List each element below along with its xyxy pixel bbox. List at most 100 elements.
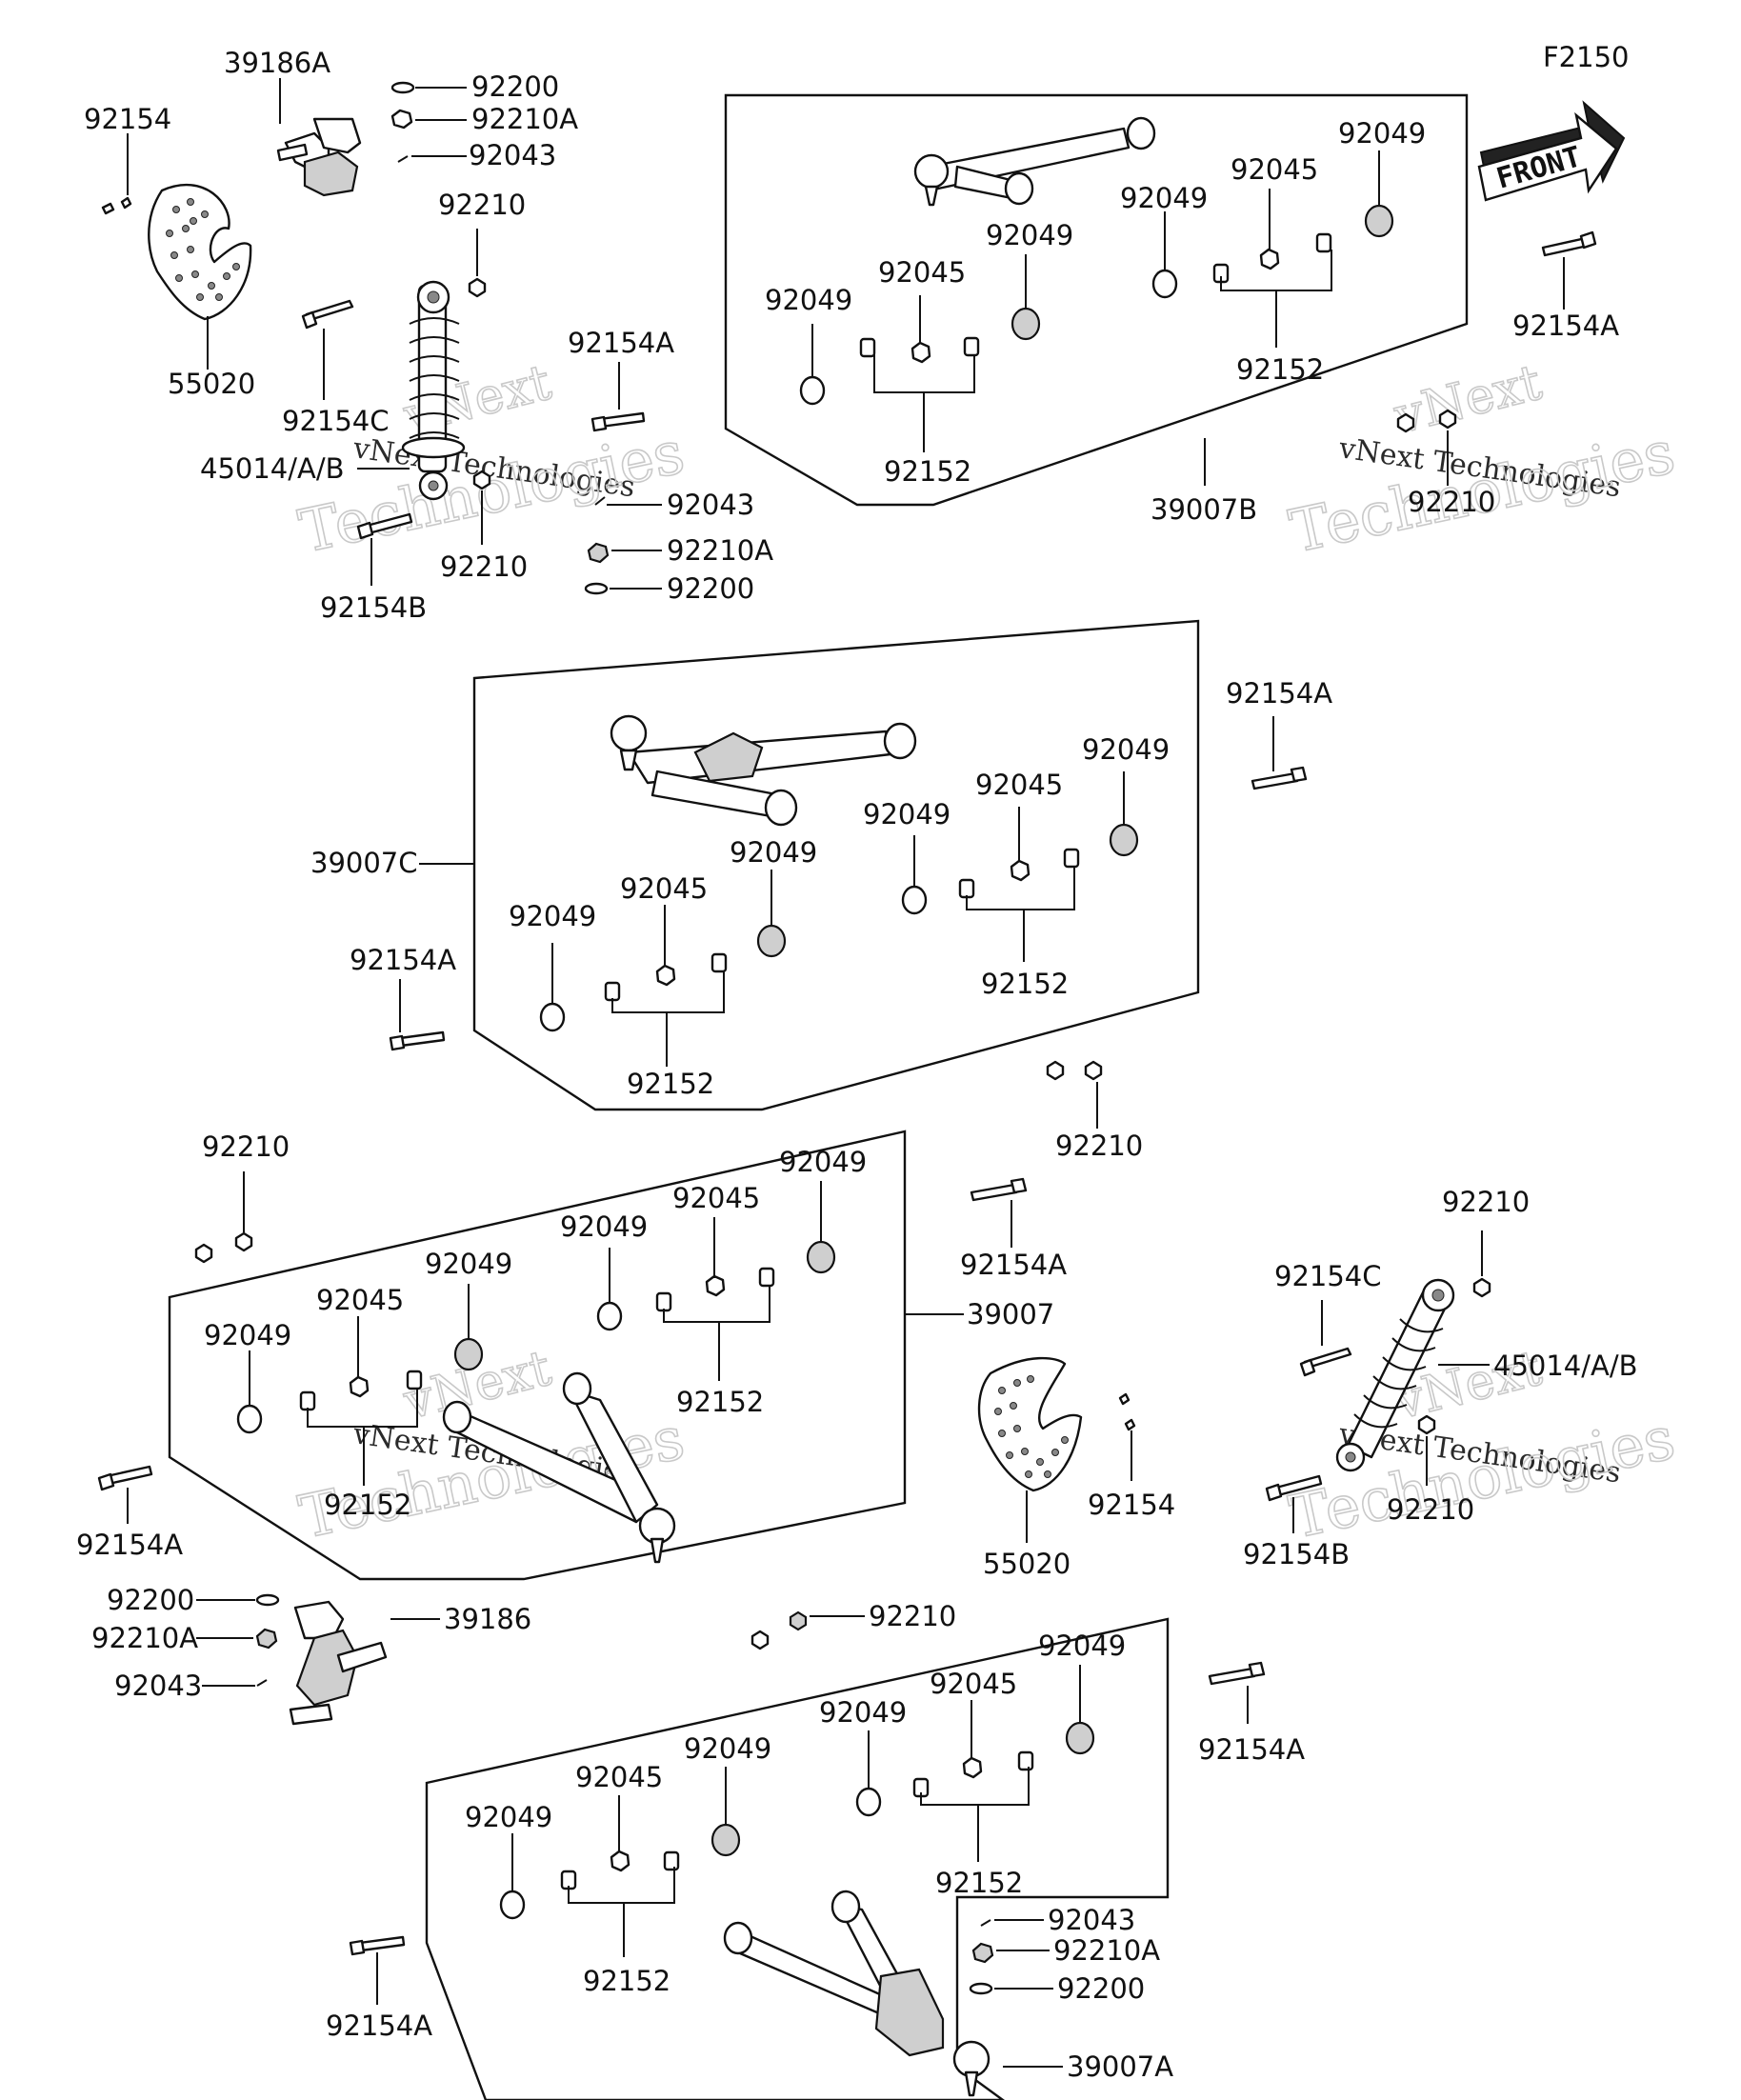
svg-text:Technologies: Technologies — [293, 417, 690, 567]
label-l42: 92045 — [316, 1284, 404, 1316]
arm-39007C — [610, 714, 917, 827]
nut-92210-c — [1046, 1060, 1065, 1081]
label-l75: 92154A — [326, 2010, 432, 2042]
diagram-id: F2150 — [1543, 41, 1629, 73]
nut-92210-f — [234, 1231, 253, 1252]
label-l35: 92152 — [627, 1068, 714, 1100]
frame-39007B — [724, 93, 1469, 507]
label-l54: 55020 — [983, 1548, 1071, 1580]
label-l27: 92154A — [1226, 677, 1332, 710]
arm-39007A — [723, 1890, 991, 2097]
pin-92043-bottom — [980, 1919, 991, 1927]
label-l24: 39007B — [1151, 493, 1257, 526]
washer-92200-mid — [584, 582, 609, 595]
nut-92210A-mid — [587, 542, 610, 564]
bolt-92154B-right — [1265, 1474, 1323, 1502]
nut-92210-a — [1396, 412, 1415, 433]
pin-92043-top — [397, 155, 409, 163]
label-l76: 39007A — [1067, 2050, 1173, 2083]
knuckle-39186 — [289, 1600, 388, 1726]
label-l65: 92049 — [684, 1732, 771, 1765]
label-l60: 39186 — [444, 1603, 531, 1635]
label-l72: 92043 — [1048, 1904, 1135, 1936]
bolt-92154-right-b — [1124, 1418, 1136, 1431]
label-l66: 92049 — [819, 1696, 907, 1729]
pin-92043-mid — [594, 496, 606, 506]
label-l04: 92210A — [471, 103, 578, 135]
nut-92210-g — [750, 1630, 770, 1650]
label-l11: 92043 — [667, 489, 754, 521]
label-l22: 92152 — [884, 455, 971, 488]
label-l19: 92049 — [1120, 182, 1208, 214]
svg-text:vNext: vNext — [1389, 354, 1548, 446]
label-l61: 92043 — [114, 1670, 202, 1702]
label-l26: 92154A — [1512, 310, 1619, 342]
bolt-92154A-shock — [590, 411, 646, 432]
label-l01: 92154 — [84, 103, 171, 135]
nut-92210-right-bottom — [1417, 1414, 1436, 1435]
label-l07: 55020 — [168, 368, 255, 400]
label-l71: 92152 — [583, 1965, 670, 1997]
bolt-92154A-front — [1541, 230, 1597, 257]
shock-absorber-left — [401, 280, 466, 501]
label-l10: 92154A — [568, 327, 674, 359]
label-l63: 92049 — [465, 1801, 552, 1833]
label-l23: 92152 — [1236, 353, 1324, 386]
label-l46: 92049 — [779, 1146, 867, 1178]
watermark-top-right: vNext vNext Technologies Technologies — [1283, 353, 1681, 568]
bushings-39007 — [236, 1240, 836, 1434]
label-l73: 92210A — [1053, 1934, 1160, 1967]
label-l44: 92049 — [560, 1210, 648, 1243]
bolt-92154A-39007C-left — [389, 1030, 446, 1051]
bolt-92154A-39007A-left — [349, 1935, 406, 1956]
label-l20: 92045 — [1231, 153, 1318, 186]
label-l37: 92154A — [350, 944, 456, 976]
washer-92200-lower — [255, 1593, 280, 1607]
label-l12: 92210A — [667, 534, 773, 567]
bolt-92154A-39007A-right — [1208, 1661, 1266, 1686]
frame-39007 — [168, 1130, 907, 1581]
brake-disc-left — [148, 183, 252, 321]
nut-92210-e — [194, 1243, 213, 1264]
label-l15: 92154B — [320, 591, 427, 624]
nut-92210-shock-bottom — [472, 470, 491, 490]
bolt-92154B-left — [356, 512, 413, 540]
label-l74: 92200 — [1057, 1972, 1145, 2005]
label-l51: 92154C — [1274, 1260, 1382, 1292]
label-l03: 92200 — [471, 70, 559, 103]
label-l43: 92049 — [425, 1248, 512, 1280]
label-l28: 39007C — [310, 847, 418, 879]
nut-92210-d — [1084, 1060, 1103, 1081]
nut-92210-shock-top — [468, 277, 487, 298]
label-l08: 92154C — [282, 405, 390, 437]
knuckle-39186A — [276, 117, 362, 197]
label-l47: 92152 — [324, 1489, 411, 1521]
label-l69: 92154A — [1198, 1733, 1305, 1766]
label-l25: 92210 — [1408, 486, 1495, 518]
nut-92210-b — [1438, 409, 1457, 430]
label-l21: 92049 — [1338, 117, 1426, 150]
bushings-39007C — [539, 823, 1139, 1032]
shock-absorber-right — [1335, 1278, 1455, 1472]
bolt-92154-left — [101, 196, 132, 215]
label-l14: 92210 — [440, 550, 528, 583]
frame-39007A — [425, 1617, 1170, 2100]
label-l16: 92049 — [765, 284, 852, 316]
arm-39007B — [913, 116, 1156, 207]
label-l67: 92045 — [930, 1668, 1017, 1700]
bushings-39007A — [499, 1721, 1095, 1920]
bolt-92154A-39007-left — [97, 1465, 153, 1491]
label-l45: 92045 — [672, 1182, 760, 1214]
label-l52: 45014/A/B — [1493, 1350, 1638, 1382]
label-l49: 39007 — [967, 1298, 1054, 1330]
label-l68: 92049 — [1038, 1630, 1126, 1662]
label-l18: 92049 — [986, 219, 1073, 251]
label-l70: 92152 — [935, 1867, 1023, 1899]
label-l57: 92154B — [1243, 1538, 1350, 1570]
label-l50: 92210 — [1442, 1186, 1530, 1218]
arm-39007 — [442, 1371, 676, 1564]
nut-92210-h — [789, 1610, 808, 1631]
label-l38: 92210 — [202, 1130, 290, 1163]
bolt-92154A-39007C-right — [1251, 766, 1308, 790]
